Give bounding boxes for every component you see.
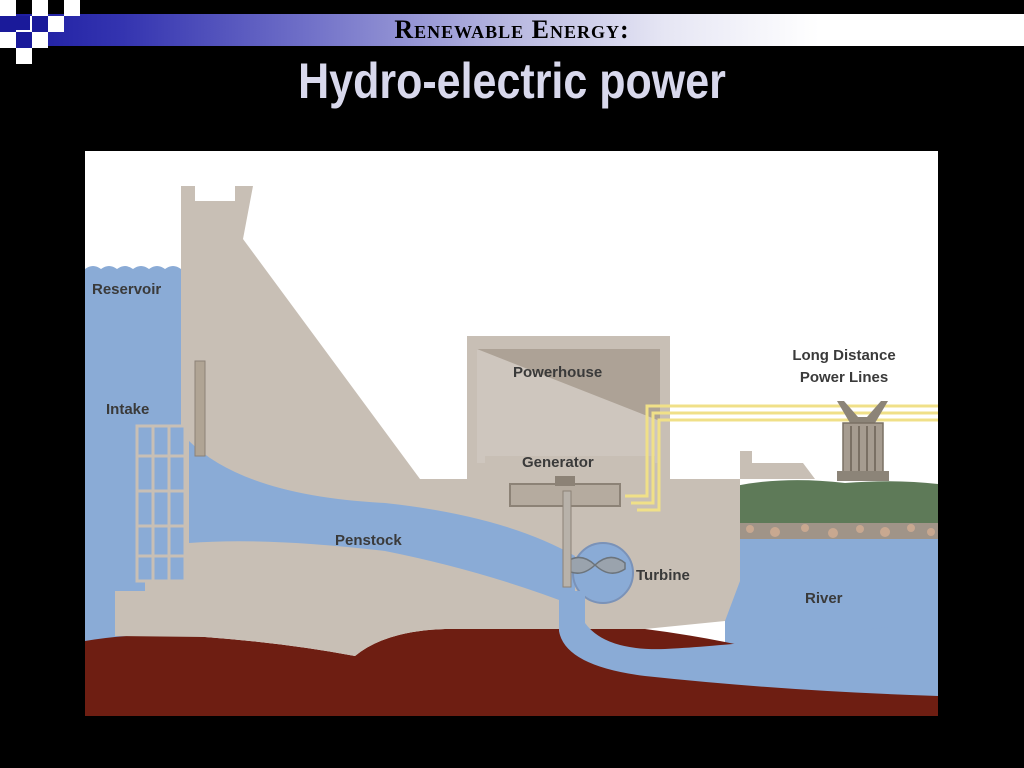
turbine-blades: [564, 556, 626, 574]
powerhouse-label: Powerhouse: [513, 364, 602, 381]
generator-cap: [555, 476, 575, 486]
power-lines-label-line2: Power Lines: [800, 369, 888, 386]
intake-grate: [135, 424, 187, 583]
turbine-label: Turbine: [636, 567, 690, 584]
intake-label: Intake: [106, 401, 149, 418]
river-bank: [735, 480, 938, 536]
slide-supertitle: Renewable Energy:: [394, 15, 630, 44]
power-lines: [625, 404, 938, 512]
reservoir-label: Reservoir: [92, 281, 161, 298]
powerhouse-light-beam: [477, 349, 660, 463]
header-bar: [0, 14, 1024, 46]
turbine-shaft: [562, 490, 572, 588]
pebbles: [746, 524, 935, 538]
intake-gate: [194, 360, 206, 457]
generator-label: Generator: [522, 454, 594, 471]
power-lines-label-line1: Long Distance: [792, 347, 895, 364]
transformer-icon: [837, 401, 889, 481]
river-label: River: [805, 590, 843, 607]
penstock-water: [189, 441, 575, 606]
slide-title: Hydro-electric power: [298, 53, 726, 109]
hydro-diagram: Reservoir Intake Penstock Powerhouse Gen…: [85, 151, 938, 716]
corner-checker-decoration: [0, 0, 80, 64]
penstock-label: Penstock: [335, 532, 402, 549]
outflow-water: [559, 591, 938, 696]
